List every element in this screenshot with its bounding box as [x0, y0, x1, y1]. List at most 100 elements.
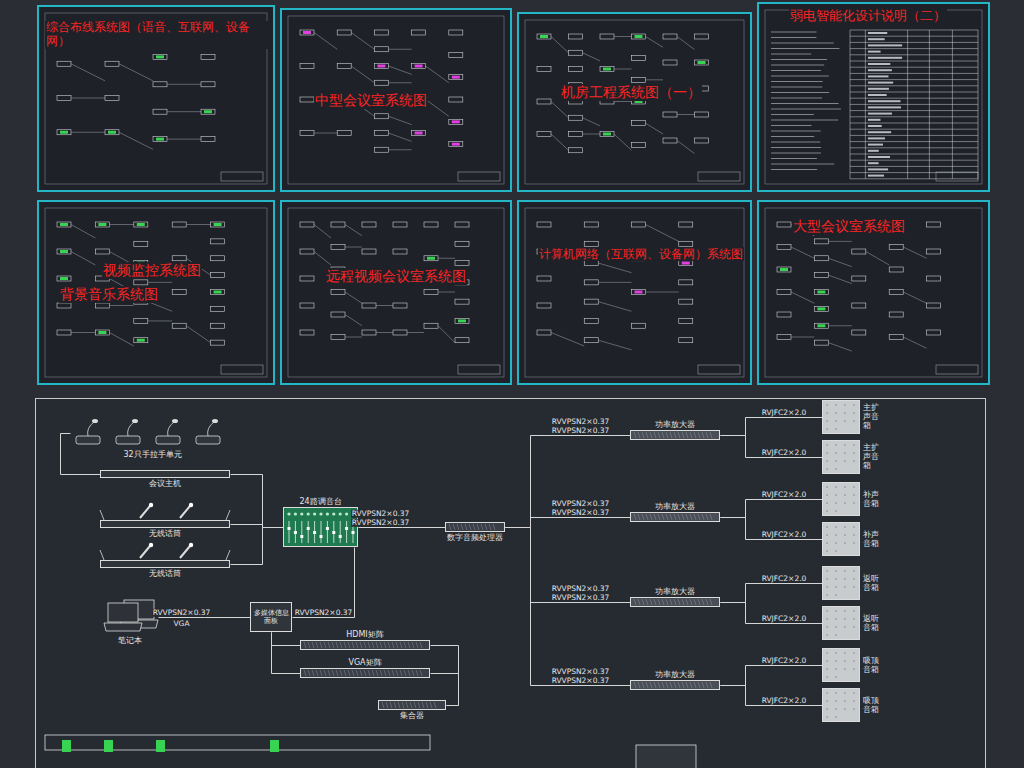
front-panel-hatch — [308, 642, 310, 648]
front-panel-hatch — [324, 670, 326, 676]
equipment-symbol — [814, 306, 828, 311]
drawing-frame — [45, 208, 267, 377]
front-panel-hatch — [489, 524, 491, 530]
table-cell-mark — [868, 144, 883, 146]
grille-dot — [835, 610, 837, 612]
front-panel-hatch — [408, 670, 410, 676]
equipment-symbol — [57, 61, 71, 66]
grille-dot — [844, 526, 846, 528]
equipment-symbol — [663, 138, 677, 143]
wireless-receiver: 无线话筒 — [100, 520, 230, 528]
mixer: 24路调音台 — [283, 507, 358, 547]
front-panel-hatch — [356, 642, 358, 648]
grille-dot — [835, 550, 837, 552]
grille-dot — [853, 586, 855, 588]
grille-dot — [826, 668, 828, 670]
accent-mark — [603, 68, 611, 71]
table-cell-mark — [868, 150, 879, 152]
grille-dot — [853, 652, 855, 654]
device-body — [630, 512, 720, 522]
equipment-symbol — [153, 54, 167, 59]
grille-dot — [853, 610, 855, 612]
hdmi-matrix: HDMI矩阵 — [300, 640, 430, 650]
grille-dot — [835, 626, 837, 628]
equipment-symbol — [362, 249, 376, 254]
grille-dot — [844, 668, 846, 670]
fader — [314, 521, 315, 543]
accent-mark — [98, 223, 106, 226]
sheet-ground — [37, 5, 275, 192]
equipment-symbol — [455, 222, 469, 227]
grille-dot — [844, 610, 846, 612]
front-panel-hatch — [392, 642, 394, 648]
grille-dot — [835, 716, 837, 718]
accent-mark — [156, 138, 164, 141]
cable — [721, 666, 823, 686]
knob — [332, 512, 335, 515]
equipment-symbol — [105, 130, 119, 135]
fader-knob — [313, 531, 316, 534]
speaker: 返听音箱 — [822, 566, 860, 600]
grille-dot — [853, 542, 855, 544]
front-panel-hatch — [678, 432, 680, 438]
device-label: 返听音箱 — [863, 614, 879, 632]
front-panel-hatch — [702, 599, 704, 605]
front-panel-hatch — [694, 682, 696, 688]
wire — [828, 241, 851, 242]
system-sheet: 中型会议室系统图 — [280, 8, 512, 192]
front-panel-hatch — [682, 599, 684, 605]
wire — [426, 100, 449, 117]
equipment-symbol — [584, 222, 598, 227]
equipment-symbol — [201, 82, 215, 87]
grille-dot — [826, 660, 828, 662]
equipment-symbol — [211, 306, 225, 311]
equipment-symbol — [412, 64, 426, 69]
grille-dot — [835, 494, 837, 496]
front-panel-hatch — [352, 670, 354, 676]
title-block — [698, 365, 740, 374]
front-panel-hatch — [308, 670, 310, 676]
front-panel-hatch — [422, 702, 424, 708]
grille-dot — [835, 700, 837, 702]
front-panel-hatch — [646, 682, 648, 688]
cable — [721, 518, 823, 540]
grille-dot — [835, 460, 837, 462]
front-panel-hatch — [394, 702, 396, 708]
front-panel-hatch — [461, 524, 463, 530]
wireless-receiver: 无线话筒 — [100, 560, 230, 568]
media-panel: 多媒体信息面板 — [250, 602, 292, 632]
grille-dot — [835, 452, 837, 454]
device-body — [100, 470, 230, 478]
table-cell-mark — [868, 100, 901, 102]
table-rule — [850, 178, 978, 179]
note-line — [771, 87, 822, 88]
cable — [506, 436, 631, 528]
note-line — [771, 70, 821, 71]
sheet-ground — [757, 2, 990, 192]
front-panel-hatch — [690, 682, 692, 688]
antenna — [226, 550, 230, 560]
accent-mark — [427, 257, 435, 260]
device-label: 多媒体信息面板 — [252, 609, 290, 625]
front-panel-hatch — [658, 432, 660, 438]
grille-dot — [835, 578, 837, 580]
front-panel-hatch — [434, 702, 436, 708]
grille-dot — [844, 460, 846, 462]
front-panel-hatch — [332, 670, 334, 676]
front-panel-hatch — [634, 432, 636, 438]
grille-dot — [826, 468, 828, 470]
accent-mark — [303, 31, 311, 34]
grille-dot — [826, 618, 828, 620]
grille-dot — [853, 534, 855, 536]
equipment-symbol — [537, 222, 551, 227]
table-rule — [850, 172, 978, 173]
equipment-symbol — [663, 112, 677, 117]
equipment-symbol — [172, 256, 186, 261]
wire — [551, 134, 569, 150]
front-panel-hatch — [426, 702, 428, 708]
front-panel-hatch — [312, 642, 314, 648]
grille-dot — [853, 618, 855, 620]
front-panel-hatch — [390, 702, 392, 708]
grille-dot — [853, 570, 855, 572]
